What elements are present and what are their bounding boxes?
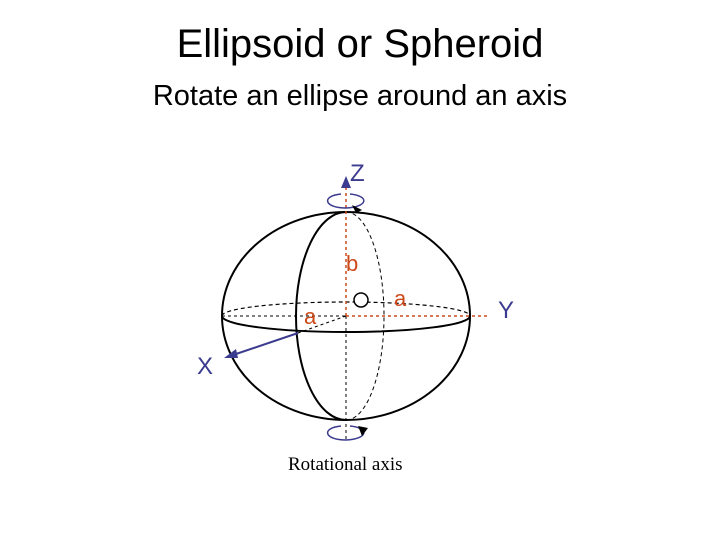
origin-marker bbox=[353, 292, 369, 308]
rotation-arrowhead-bottom bbox=[358, 426, 368, 436]
semi-axis-a-y-label: a bbox=[394, 286, 407, 311]
rotational-axis-caption: Rotational axis bbox=[288, 454, 403, 475]
y-axis-label: Y bbox=[498, 297, 514, 324]
z-axis-label: Z bbox=[350, 160, 365, 187]
semi-axis-a-x-label: a bbox=[304, 304, 317, 329]
x-axis-inner bbox=[297, 315, 347, 334]
page-subtitle: Rotate an ellipse around an axis bbox=[152, 80, 568, 112]
z-axis-arrowhead bbox=[341, 176, 351, 188]
page-title: Ellipsoid or Spheroid bbox=[176, 22, 544, 66]
x-axis-arrowhead bbox=[224, 349, 238, 358]
meridian-back bbox=[345, 211, 385, 421]
semi-axis-b-label: b bbox=[346, 251, 358, 276]
equator-front bbox=[221, 315, 471, 333]
rotation-arrowhead-top bbox=[352, 205, 362, 213]
x-axis-outer bbox=[229, 332, 299, 357]
x-axis-label: X bbox=[197, 353, 213, 380]
rotation-arrow-top bbox=[327, 193, 365, 209]
